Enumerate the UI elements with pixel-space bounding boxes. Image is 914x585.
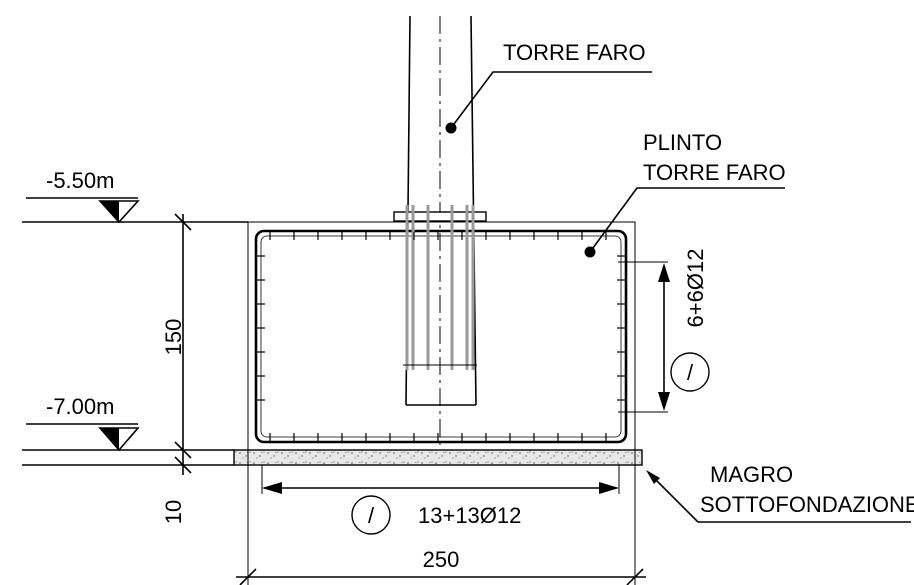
plinth-label-line2: TORRE FARO bbox=[643, 160, 786, 185]
tower-label-text: TORRE FARO bbox=[503, 40, 646, 65]
anchor-bolts bbox=[403, 205, 477, 370]
lean-concrete bbox=[233, 449, 643, 466]
vertical-rebar-text: 6+6Ø12 bbox=[683, 249, 708, 328]
level-top-text: -5.50m bbox=[46, 168, 114, 193]
vertical-bar-mark: / bbox=[687, 360, 694, 385]
base-plate bbox=[393, 211, 487, 222]
level-marker-bottom: -7.00m bbox=[22, 394, 234, 466]
lean-thickness-text: 10 bbox=[161, 500, 186, 524]
height-dimension: 150 10 bbox=[161, 213, 192, 524]
width-dimension-text: 250 bbox=[423, 547, 460, 572]
level-bottom-text: -7.00m bbox=[46, 394, 114, 419]
height-dimension-text: 150 bbox=[161, 319, 186, 356]
lean-concrete-label: MAGRO SOTTOFONDAZIONE bbox=[646, 462, 914, 523]
horizontal-rebar-text: 13+13Ø12 bbox=[418, 503, 521, 528]
rebar-section-marks bbox=[257, 232, 625, 441]
width-dimension: 250 bbox=[236, 450, 646, 585]
plinth-label: PLINTO TORRE FARO bbox=[584, 130, 786, 258]
horizontal-bar-mark: / bbox=[368, 503, 375, 528]
plinth-block bbox=[247, 221, 636, 451]
lean-label-line2: SOTTOFONDAZIONE bbox=[700, 492, 914, 517]
horizontal-rebar-annotation: / 13+13Ø12 bbox=[261, 465, 620, 535]
lean-label-line1: MAGRO bbox=[710, 462, 793, 487]
vertical-rebar-annotation: 6+6Ø12 / bbox=[618, 249, 710, 413]
level-marker-top: -5.50m bbox=[22, 168, 248, 224]
tower-label: TORRE FARO bbox=[445, 40, 652, 134]
plinth-label-line1: PLINTO bbox=[643, 130, 722, 155]
